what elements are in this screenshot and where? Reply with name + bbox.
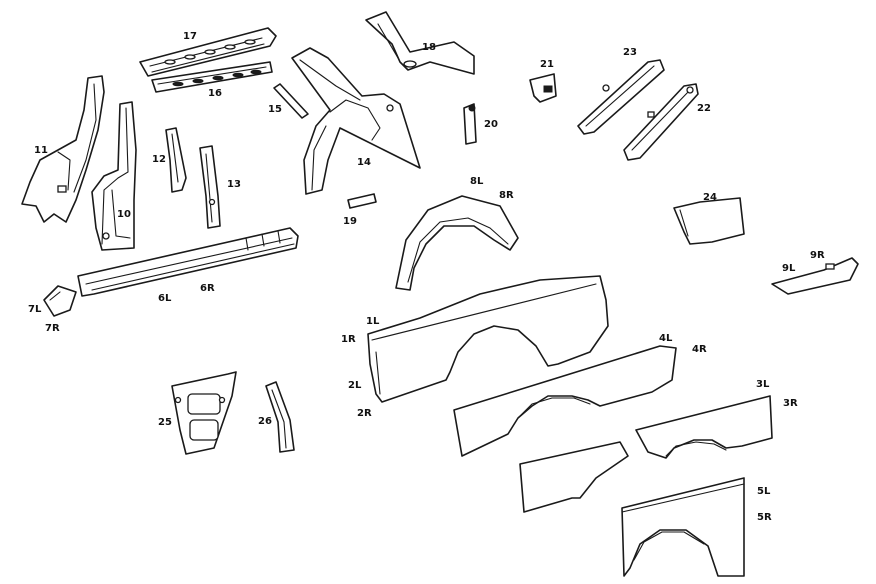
label-15: 15 — [268, 104, 282, 115]
part-16-rail-strip[interactable] — [151, 61, 273, 93]
label-3L: 3L — [756, 379, 770, 390]
part-8-wheelhouse-arch[interactable] — [395, 195, 519, 291]
part-18-rear-bracket[interactable] — [365, 11, 475, 75]
label-8R: 8R — [499, 190, 514, 201]
label-2L: 2L — [348, 380, 362, 391]
label-17: 17 — [183, 31, 197, 42]
label-4L: 4L — [659, 333, 673, 344]
label-22: 22 — [697, 103, 711, 114]
part-21-small-bracket[interactable] — [529, 73, 557, 103]
label-6L: 6L — [158, 293, 172, 304]
part-14-inner-wheelhouse[interactable] — [291, 47, 421, 195]
part-4-lower-quarter-section[interactable] — [453, 345, 677, 457]
part-7-end-cap[interactable] — [43, 285, 77, 317]
label-11: 11 — [34, 145, 48, 156]
label-3R: 3R — [783, 398, 798, 409]
part-10-door-pillar[interactable] — [91, 101, 137, 251]
part-12-pillar-brace[interactable] — [165, 127, 187, 193]
label-26: 26 — [258, 416, 272, 427]
label-2R: 2R — [357, 408, 372, 419]
part-5-lower-skin[interactable] — [519, 441, 745, 577]
part-17-rail-strip[interactable] — [139, 27, 277, 77]
label-9L: 9L — [782, 263, 796, 274]
part-19-small-plate[interactable] — [347, 193, 377, 209]
label-14: 14 — [357, 157, 371, 168]
label-16: 16 — [208, 88, 222, 99]
label-12: 12 — [152, 154, 166, 165]
part-24-rear-corner[interactable] — [673, 197, 745, 245]
label-4R: 4R — [692, 344, 707, 355]
label-5L: 5L — [757, 486, 771, 497]
label-23: 23 — [623, 47, 637, 58]
label-6R: 6R — [200, 283, 215, 294]
part-1-quarter-panel[interactable] — [367, 275, 609, 403]
label-19: 19 — [343, 216, 357, 227]
part-23-upper-channel[interactable] — [577, 59, 665, 135]
label-18: 18 — [422, 42, 436, 53]
label-10: 10 — [117, 209, 131, 220]
label-7L: 7L — [28, 304, 42, 315]
label-7R: 7R — [45, 323, 60, 334]
part-9-valance[interactable] — [771, 257, 859, 295]
part-15-trim-strip[interactable] — [273, 83, 309, 119]
label-25: 25 — [158, 417, 172, 428]
part-20-small-bracket[interactable] — [463, 103, 477, 145]
label-21: 21 — [540, 59, 554, 70]
part-26-pillar-bracket[interactable] — [265, 381, 295, 453]
part-25-inner-plate[interactable] — [171, 371, 237, 455]
part-22-lower-channel[interactable] — [623, 83, 699, 161]
part-11-quarter-inner[interactable] — [21, 75, 105, 223]
label-9R: 9R — [810, 250, 825, 261]
label-8L: 8L — [470, 176, 484, 187]
part-13-pillar[interactable] — [199, 145, 221, 229]
label-24: 24 — [703, 192, 717, 203]
label-1R: 1R — [341, 334, 356, 345]
label-1L: 1L — [366, 316, 380, 327]
part-3-partial-quarter-section[interactable] — [635, 395, 773, 459]
label-13: 13 — [227, 179, 241, 190]
label-20: 20 — [484, 119, 498, 130]
part-6-rocker-sill[interactable] — [77, 227, 299, 297]
label-5R: 5R — [757, 512, 772, 523]
